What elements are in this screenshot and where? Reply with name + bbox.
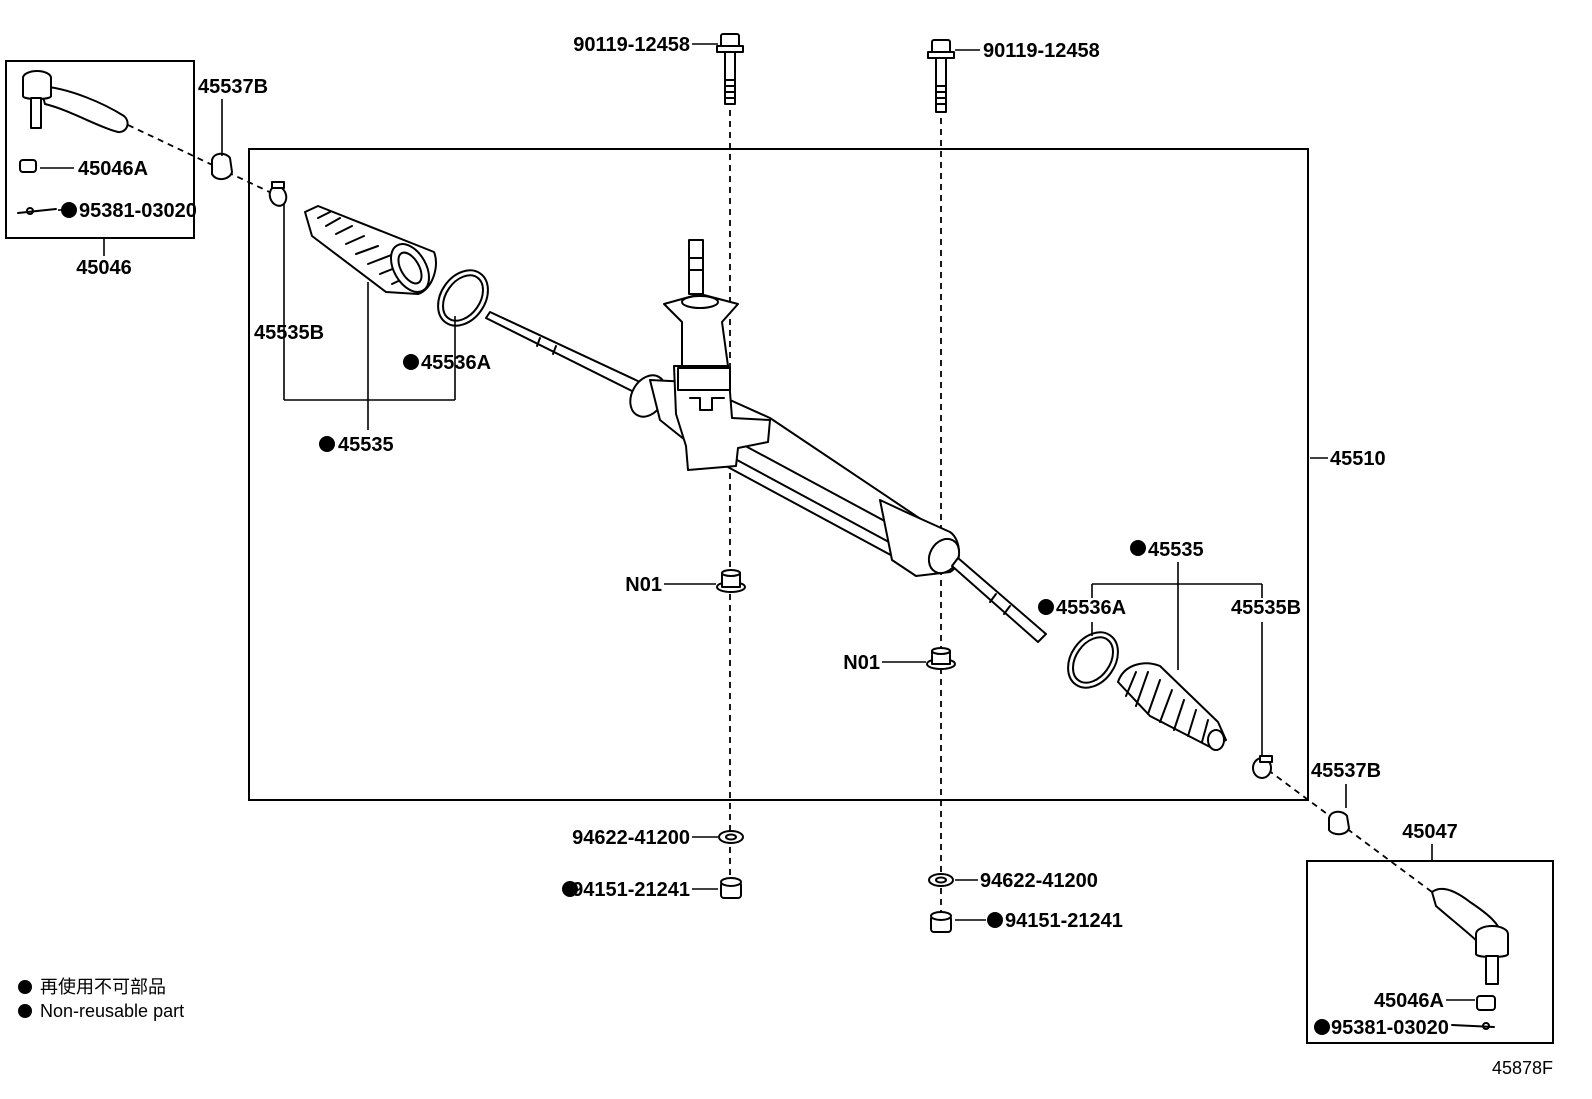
label-nut-left: 94151-21241 — [572, 879, 690, 901]
label-nut-n01-right: N01 — [843, 652, 880, 674]
boot-clip-rh-drawing — [1328, 810, 1350, 836]
non-reusable-dot — [1314, 1019, 1330, 1035]
boot-clip-lh-drawing — [211, 152, 233, 180]
castle-nut-lh-drawing — [19, 159, 37, 173]
label-boot-clip-rh: 45537B — [1311, 760, 1381, 782]
tie-rod-axis-left — [127, 124, 279, 197]
tie-rod-end-rh-drawing — [1431, 887, 1509, 985]
legend-text-en: Non-reusable part — [40, 1001, 185, 1021]
non-reusable-dot — [1038, 599, 1054, 615]
washer-right-drawing — [928, 873, 954, 887]
band-rh-drawing — [1252, 755, 1273, 779]
non-reusable-dot — [319, 436, 335, 452]
non-reusable-dot — [403, 354, 419, 370]
bolt-right-drawing — [927, 39, 955, 113]
cotter-pin-lh-drawing — [17, 207, 57, 215]
bellows-rh-drawing — [1117, 662, 1227, 751]
label-cotter-pin-lh: 95381-03020 — [79, 200, 197, 222]
clip-ring-lh-drawing — [437, 269, 489, 327]
steering-rack-drawing — [485, 239, 1047, 643]
tie-rod-end-rh-box — [1306, 860, 1554, 1044]
label-nut-lh: 45046A — [78, 158, 148, 180]
washer-left-drawing — [718, 830, 744, 844]
legend-text-jp: 再使用不可部品 — [40, 977, 166, 997]
castle-nut-rh-drawing — [1476, 995, 1496, 1011]
tie-rod-axis-right — [1267, 769, 1433, 893]
legend-row-jp: 再使用不可部品 — [18, 975, 184, 999]
non-reusable-markers — [61, 202, 1330, 1035]
clip-ring-rh-drawing — [1067, 631, 1119, 689]
label-tie-rod-end-lh: 45046 — [76, 257, 132, 279]
label-bellows-lh: 45535 — [338, 434, 394, 456]
tie-rod-end-lh-drawing — [22, 70, 129, 134]
label-tie-rod-end-rh: 45047 — [1402, 821, 1458, 843]
bolt-left-drawing — [716, 33, 744, 105]
legend-dot-icon — [18, 1004, 32, 1018]
label-washer-right: 94622-41200 — [980, 870, 1098, 892]
label-cotter-pin-rh: 95381-03020 — [1331, 1017, 1449, 1039]
label-bolt-right: 90119-12458 — [983, 40, 1100, 62]
label-bellows-rh: 45535 — [1148, 539, 1204, 561]
label-band-rh: 45535B — [1231, 597, 1301, 619]
non-reusable-dot — [562, 881, 578, 897]
hex-nut-left-drawing — [720, 877, 742, 899]
legend-dot-icon — [18, 980, 32, 994]
non-reusable-dot — [987, 912, 1003, 928]
label-nut-rh: 45046A — [1374, 990, 1444, 1012]
cotter-pin-rh-drawing — [1451, 1022, 1495, 1030]
label-nut-right: 94151-21241 — [1005, 910, 1123, 932]
label-bolt-left: 90119-12458 — [573, 34, 690, 56]
tie-rod-end-lh-box — [5, 60, 195, 239]
hex-nut-right-drawing — [930, 911, 952, 933]
nut-n01-left-drawing — [716, 569, 746, 593]
label-clip-ring-lh: 45536A — [421, 352, 491, 374]
label-nut-n01-left: N01 — [625, 574, 662, 596]
band-lh-drawing — [268, 181, 288, 207]
figure-number: 45878F — [1492, 1058, 1554, 1078]
label-washer-left: 94622-41200 — [572, 827, 690, 849]
legend-row-en: Non-reusable part — [18, 999, 184, 1023]
steering-gear-assembly-frame — [248, 148, 1309, 801]
label-boot-clip-lh: 45537B — [198, 76, 268, 98]
label-clip-ring-rh: 45536A — [1056, 597, 1126, 619]
label-steering-gear-assy: 45510 — [1330, 448, 1386, 470]
label-band-lh: 45535B — [254, 322, 324, 344]
legend: 再使用不可部品 Non-reusable part — [18, 975, 184, 1023]
non-reusable-dot — [61, 202, 77, 218]
nut-n01-right-drawing — [926, 647, 956, 670]
leader-lines — [40, 43, 1475, 1001]
non-reusable-dot — [1130, 540, 1146, 556]
bellows-lh-drawing — [304, 205, 437, 295]
